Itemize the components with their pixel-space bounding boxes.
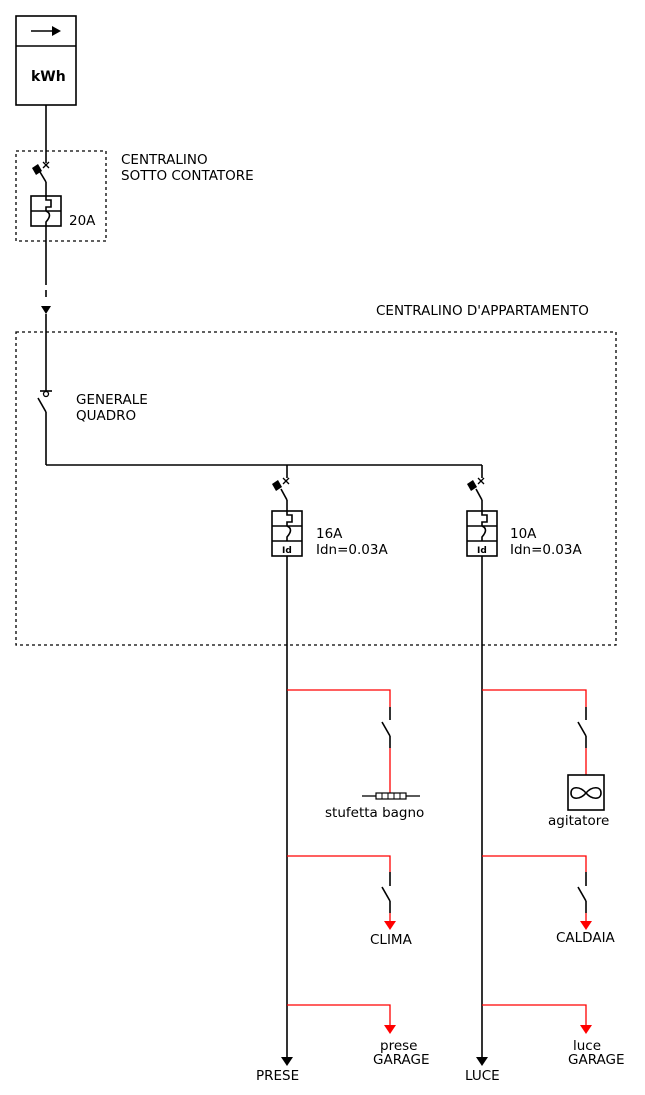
breaker-16a-rating: 16A [316, 526, 343, 542]
main-switch [37, 390, 52, 465]
main-switch-label-1: GENERALE [76, 392, 148, 408]
sub-meter-panel-title-2: SOTTO CONTATORE [121, 168, 254, 184]
load-label-2: GARAGE [568, 1052, 625, 1068]
breaker-20a-rating: 20A [69, 213, 96, 229]
breaker-handle-icon [272, 480, 282, 491]
load-agitatore: agitatore [482, 689, 609, 829]
meter-box [15, 15, 77, 106]
load-label: stufetta bagno [325, 805, 424, 821]
arrow-down-icon [580, 921, 592, 930]
arrow-down-icon [476, 1057, 488, 1066]
breaker-10a-residual: Idn=0.03A [510, 542, 582, 558]
arrow-down-icon [384, 1025, 396, 1034]
arrow-down-icon [580, 1025, 592, 1034]
circuit-luce-label: LUCE [465, 1068, 500, 1084]
heater-resistor-icon [362, 792, 420, 800]
arrow-down-icon [384, 921, 396, 930]
load-label-2: GARAGE [373, 1052, 430, 1068]
load-prese-garage: prese GARAGE [287, 1004, 430, 1068]
load-caldaia: CALDAIA [482, 855, 616, 946]
breaker-handle-icon [467, 480, 477, 491]
arrow-down-icon [281, 1057, 293, 1066]
load-luce-garage: luce GARAGE [482, 1004, 625, 1068]
arrow-down-icon [41, 306, 51, 314]
trip-cross-icon [42, 161, 50, 169]
trip-cross-icon [282, 477, 290, 485]
sub-meter-panel-border [15, 150, 107, 242]
rcd-label: Id [282, 546, 292, 556]
breaker-10a-rating: 10A [510, 526, 537, 542]
energy-meter: kWh [15, 15, 77, 106]
breaker-10a-rcd: Id 10A Idn=0.03A [466, 465, 582, 558]
breaker-handle-icon [32, 164, 42, 175]
main-switch-label-2: QUADRO [76, 408, 136, 424]
infinity-fan-icon [570, 786, 602, 800]
disconnector-icon [42, 390, 50, 398]
load-clima: CLIMA [287, 855, 413, 948]
trip-cross-icon [477, 477, 485, 485]
rcd-label: Id [477, 546, 487, 556]
load-label-1: prese [380, 1038, 417, 1054]
apartment-panel-border [15, 331, 617, 646]
load-label: CLIMA [370, 932, 413, 948]
breaker-20a: 20A [30, 161, 96, 229]
breaker-16a-rcd: Id 16A Idn=0.03A [271, 465, 388, 558]
load-label: agitatore [548, 813, 609, 829]
breaker-16a-residual: Idn=0.03A [316, 542, 388, 558]
meter-unit-label: kWh [31, 69, 66, 85]
sub-meter-panel-title-1: CENTRALINO [121, 152, 208, 168]
arrow-right-icon [31, 26, 61, 36]
load-label-1: luce [573, 1038, 601, 1054]
circuit-prese-label: PRESE [256, 1068, 299, 1084]
load-label: CALDAIA [556, 930, 616, 946]
load-stufetta-bagno: stufetta bagno [287, 689, 424, 821]
apartment-panel-title: CENTRALINO D'APPARTAMENTO [376, 303, 589, 319]
